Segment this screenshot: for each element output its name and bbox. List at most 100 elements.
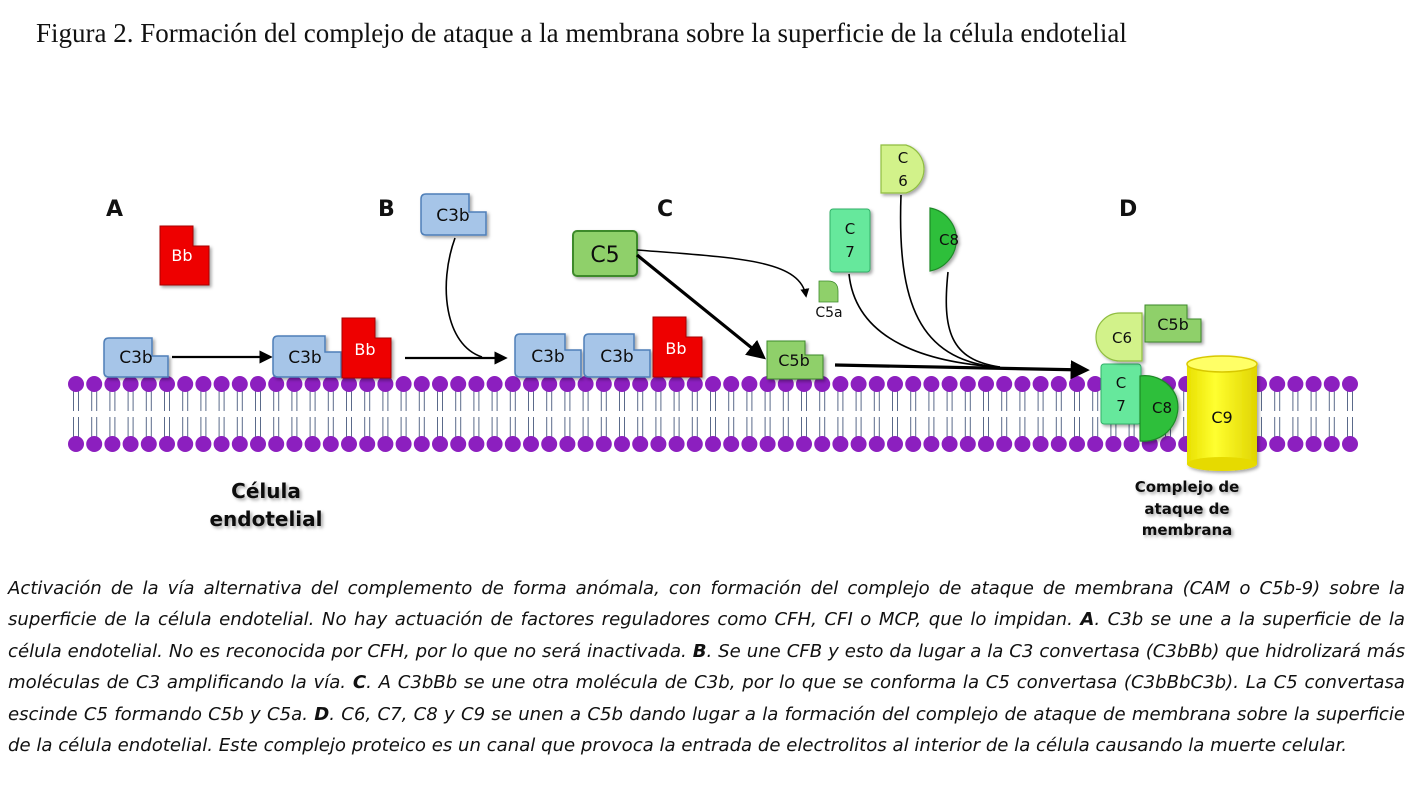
lipid-head [1069, 376, 1085, 392]
lipid-head [68, 376, 84, 392]
lipid-head [231, 436, 248, 452]
lipid-head [341, 436, 357, 452]
lipid-head [1014, 376, 1031, 392]
lipid-head [395, 376, 412, 392]
lipid-head [104, 376, 121, 392]
caption-text-d: . C6, C7, C8 y C9 se unen a C5b dando lu… [8, 703, 1405, 757]
lipid-head [868, 376, 885, 392]
lipid-head [1305, 376, 1322, 392]
lipid-head [486, 376, 503, 392]
mac-label-line3: membrana [1142, 521, 1233, 539]
lipid-head [359, 436, 376, 452]
panel-label-a: A [106, 197, 123, 222]
lipid-head [413, 376, 430, 392]
lipid-head [650, 436, 667, 452]
c3b-bound-b: C3b [272, 335, 342, 378]
lipid-head [978, 436, 994, 452]
c8-free: C8 [929, 207, 959, 272]
arrow-c3b-joins [445, 237, 483, 358]
lipid-head [322, 376, 339, 392]
mac-formation-diagram: A B C D Bb C3b C3b C3b Bb C3b C3b Bb C5 [68, 144, 1358, 539]
lipid-head [86, 376, 103, 392]
lipid-head [741, 376, 758, 392]
lipid-head [268, 376, 285, 392]
lipid-head [796, 376, 812, 392]
lipid-head [1105, 436, 1122, 452]
lipid-head [322, 436, 339, 452]
lipid-head [905, 376, 922, 392]
c5-label: C5 [590, 243, 619, 268]
lipid-head [304, 436, 321, 452]
bb-free: Bb [159, 225, 210, 286]
lipid-head [777, 436, 794, 452]
c5b-bound-d-label: C5b [1157, 315, 1189, 334]
c3b-c1-label: C3b [531, 347, 564, 367]
lipid-head [905, 436, 922, 452]
lipid-head [941, 436, 958, 452]
bb-bound-c: Bb [652, 316, 703, 378]
c3b-bound-b-label: C3b [288, 348, 321, 368]
c3b-label: C3b [119, 348, 152, 368]
lipid-head [432, 376, 448, 392]
lipid-head [632, 376, 649, 392]
c6-bound-label: C6 [1112, 329, 1132, 347]
lipid-head [504, 436, 521, 452]
lipid-head [1269, 436, 1286, 452]
lipid-head [250, 436, 266, 452]
lipid-head [377, 436, 394, 452]
lipid-head [996, 376, 1013, 392]
lipid-head [559, 436, 576, 452]
lipid-head [1305, 436, 1322, 452]
lipid-head [996, 436, 1013, 452]
c5a-fragment: C5a [815, 280, 843, 321]
caption-text-b: . Se une CFB y esto da lugar a la C3 con… [8, 640, 1406, 694]
c7-bound-label-line2: 7 [1116, 397, 1126, 415]
lipid-head [923, 376, 940, 392]
lipid-head [177, 376, 194, 392]
lipid-head [759, 376, 776, 392]
lipid-head [122, 436, 139, 452]
lipid-head [814, 376, 831, 392]
panel-label-d: D [1119, 197, 1137, 222]
c7-free-label-line2: 7 [845, 243, 855, 261]
lipid-head [140, 376, 157, 392]
lipid-head [504, 376, 521, 392]
lipid-head [850, 376, 867, 392]
caption-key-d: D [314, 703, 330, 725]
lipid-head [1087, 436, 1104, 452]
lipid-head [1123, 436, 1140, 452]
lipid-head [959, 436, 976, 452]
figure-caption: Activación de la vía alternativa del com… [8, 573, 1405, 761]
line-c6-join [899, 194, 996, 368]
lipid-head [1014, 436, 1031, 452]
lipid-head [850, 436, 867, 452]
lipid-head [104, 436, 121, 452]
lipid-head [450, 436, 467, 452]
c5a-label: C5a [815, 305, 842, 321]
lipid-head [1287, 376, 1304, 392]
lipid-head [213, 376, 230, 392]
c5b-bound-d: C5b [1144, 304, 1202, 343]
lipid-head [614, 436, 630, 452]
lipid-head [1323, 436, 1340, 452]
panel-label-b: B [378, 197, 395, 222]
lipid-head [122, 376, 139, 392]
caption-intro: Activación de la vía alternativa del com… [8, 578, 1405, 631]
c7-free: C 7 [829, 208, 871, 273]
lipid-head [159, 376, 175, 392]
c5-free: C5 [572, 230, 638, 277]
lipid-head [213, 436, 230, 452]
c5b-bound-c: C5b [766, 340, 824, 380]
lipid-head [304, 376, 321, 392]
lipid-head [359, 376, 376, 392]
lipid-head [1032, 376, 1049, 392]
c3b-free-label: C3b [436, 206, 469, 226]
lipid-head [341, 376, 357, 392]
c3b-bound-c2: C3b [583, 333, 651, 378]
c9-cylinder: C9 [1186, 355, 1258, 471]
lipid-head [195, 376, 212, 392]
c6-free-label-line1: C [898, 149, 908, 167]
c8-bound-label: C8 [1152, 399, 1172, 417]
lipid-head [523, 376, 539, 392]
lipid-head [577, 436, 594, 452]
